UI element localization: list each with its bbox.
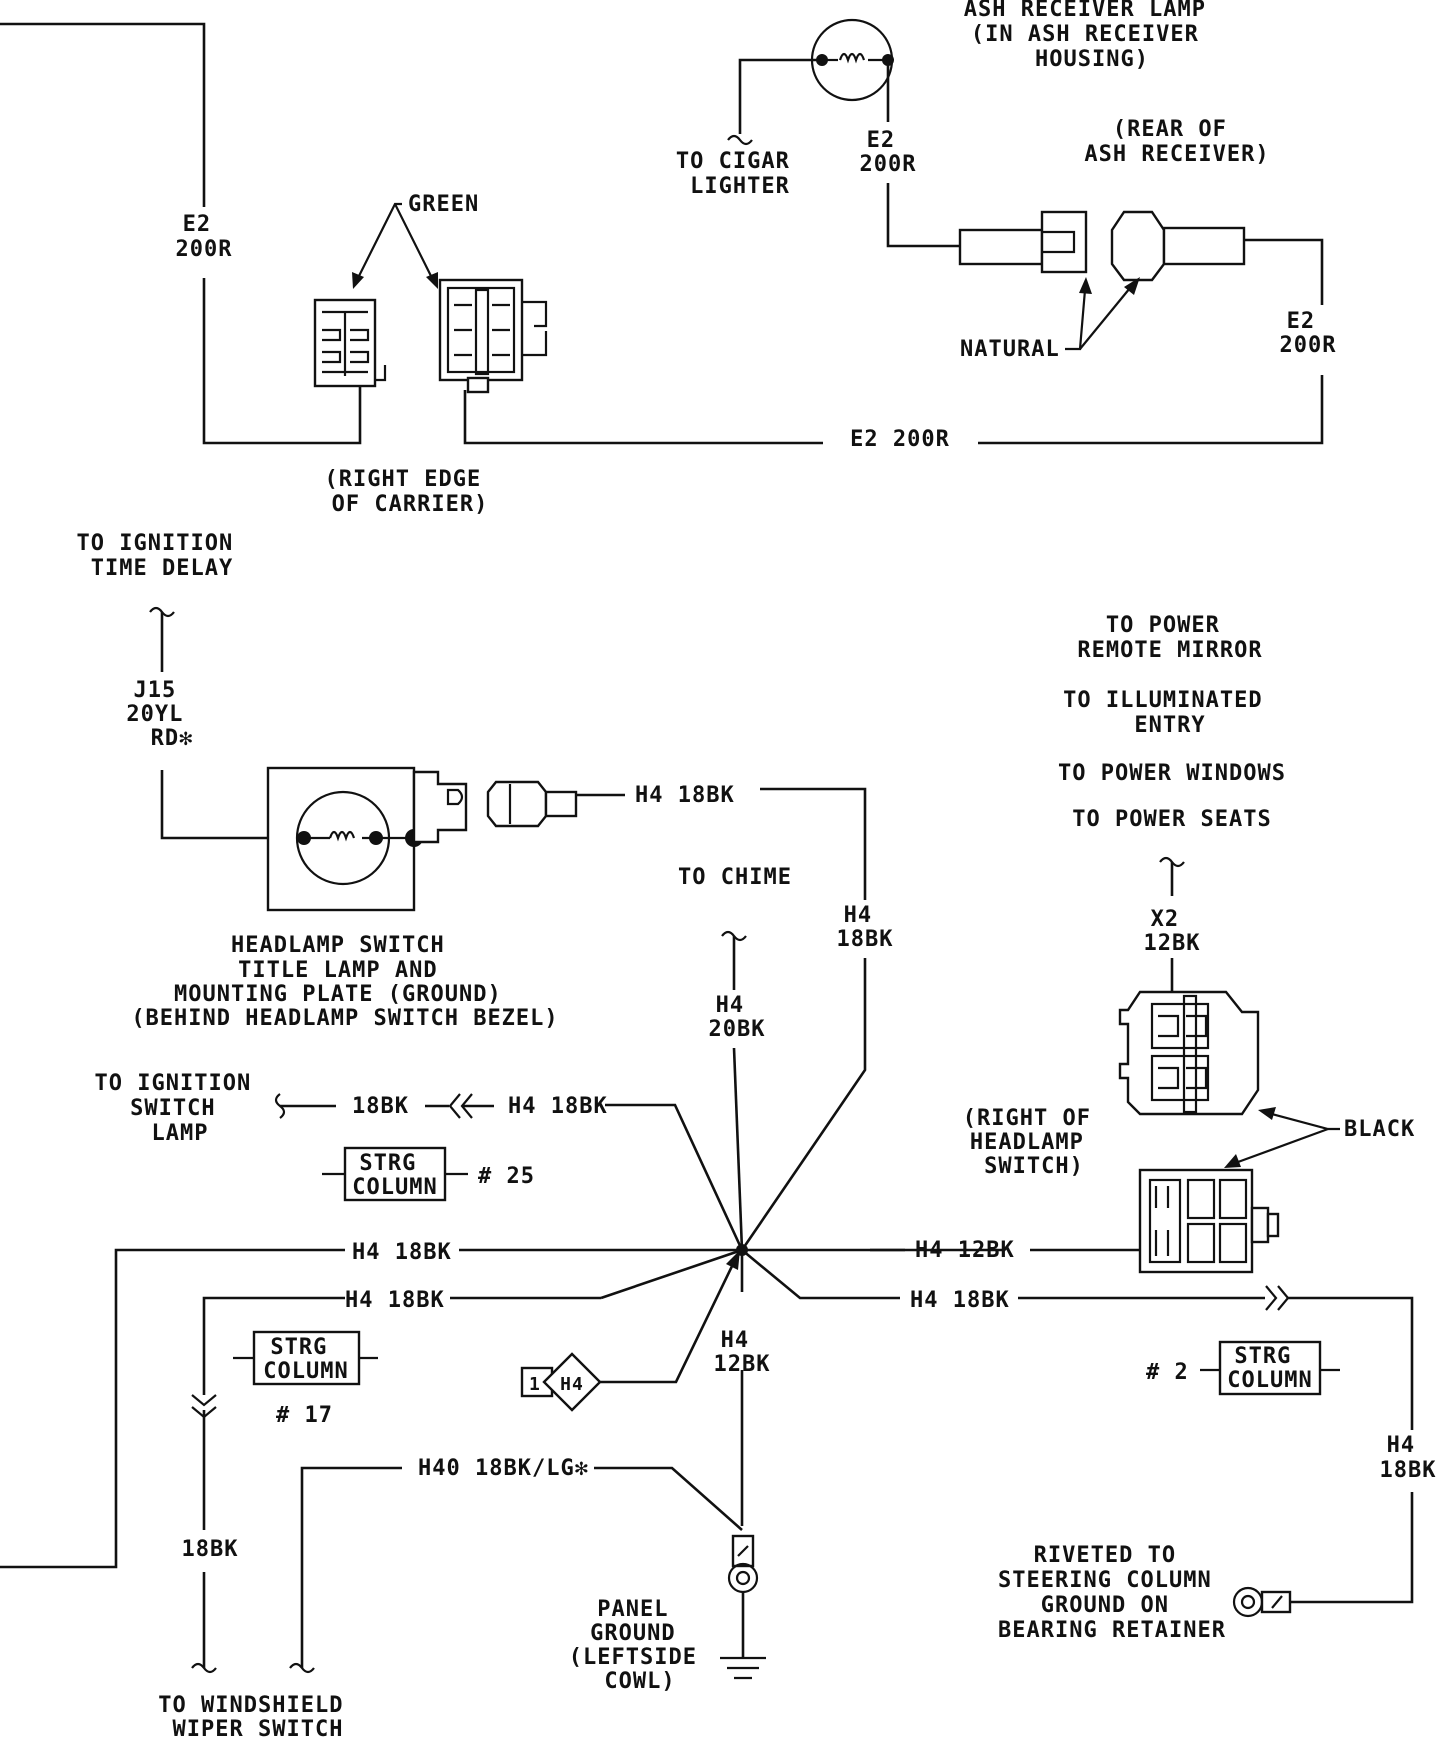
black-arrows (1224, 1107, 1340, 1168)
h4-18bk-vert-label: H4 18BK (837, 903, 894, 952)
h4-18bk-far-right-wire-b (1290, 1492, 1414, 1604)
green-arrows (352, 202, 438, 289)
ground-symbol-icon (720, 1656, 766, 1680)
splice-junction (459, 958, 1005, 1526)
bk18-short-label: 18BK (352, 1094, 409, 1119)
to-power-seats-label: TO POWER SEATS (1072, 807, 1271, 832)
ash-connector-male (958, 210, 1088, 274)
to-ignition-switch-lamp-label: TO IGNITION SWITCH LAMP (95, 1071, 266, 1146)
to-ignition-time-delay-label: TO IGNITION TIME DELAY (77, 531, 248, 581)
h40-wire-b (594, 1466, 743, 1531)
to-illuminated-entry-label: TO ILLUMINATED ENTRY (1063, 688, 1277, 738)
riveted-label: RIVETED TO STEERING COLUMN GROUND ON BEA… (998, 1543, 1226, 1643)
strg-column-2-label: STRG COLUMN (1227, 1344, 1312, 1393)
h4-20bk-label: H4 20BK (709, 993, 766, 1042)
e2-200r-bottom-label: E2 200R (850, 427, 950, 452)
strg-column-17-label: STRG COLUMN (263, 1335, 348, 1384)
h4-18bk-far-right-label: H4 18BK (1380, 1433, 1437, 1483)
diamond-wire (600, 1261, 736, 1384)
natural-arrows (1065, 277, 1140, 351)
h4-18bk-w1-label: H4 18BK (352, 1240, 452, 1265)
black-connector-bottom (1138, 1168, 1280, 1274)
num-2-label: # 2 (1146, 1360, 1189, 1385)
h4-18bk-top-label: H4 18BK (635, 783, 735, 808)
diamond-wire-arrow (726, 1250, 740, 1270)
right-connector-mark (1265, 1285, 1290, 1311)
e2-200r-ash-label: E2 200R (860, 128, 917, 177)
strg-column-17 (233, 1330, 378, 1386)
e2-200r-left-label: E2 200R (176, 212, 233, 262)
j15-wire-label: J15 20YL RD✻ (126, 678, 197, 751)
h4-12bk-right-label: H4 12BK (915, 1238, 1015, 1263)
top-left-e2-wire (0, 22, 1324, 445)
headlamp-switch-plate (266, 766, 468, 912)
to-cigar-lighter-label: TO CIGAR LIGHTER (676, 149, 804, 199)
h4-18bk-w2-wire-a (202, 1296, 345, 1395)
num-17-label: # 17 (276, 1403, 333, 1428)
h40-wire-a (300, 1466, 402, 1668)
h4-12bk-vert-label: H4 12BK (714, 1328, 771, 1377)
ash-connector-female (1110, 210, 1246, 282)
natural-label: NATURAL (960, 337, 1060, 362)
to-chime-label: TO CHIME (678, 865, 792, 890)
black-label: BLACK (1344, 1117, 1415, 1142)
num-25-label: # 25 (478, 1164, 535, 1189)
headlamp-connector-plug (486, 780, 578, 828)
riveted-ground-eyelet (1232, 1586, 1292, 1618)
h4-18bk-top-wire-b (760, 787, 867, 900)
strg-column-2 (1200, 1340, 1340, 1396)
diamond-id-label: H4 (560, 1374, 584, 1395)
j15-wire-bottom (160, 770, 304, 840)
wiper-wire-end-a (191, 1662, 217, 1674)
to-power-windows-label: TO POWER WINDOWS (1058, 761, 1286, 786)
rear-ash-receiver-label: (REAR OF ASH RECEIVER) (1084, 117, 1269, 167)
green-connector-left (313, 298, 387, 388)
to-power-remote-mirror-label: TO POWER REMOTE MIRROR (1077, 613, 1262, 663)
h4-18bk-ign-label: H4 18BK (508, 1094, 608, 1119)
x2-12bk-label: X2 12BK (1144, 907, 1201, 956)
ash-receiver-lamp (810, 18, 894, 102)
bk18-vert-label: 18BK (182, 1537, 239, 1562)
strg-column-25-label: STRG COLUMN (352, 1151, 437, 1200)
h40-wire-label: H40 18BK/LG✻ (418, 1456, 589, 1481)
wiper-wire-end-b (289, 1662, 315, 1674)
diamond-num-label: 1 (529, 1374, 541, 1395)
strg-column-25 (322, 1146, 468, 1202)
to-windshield-label: TO WINDSHIELD WIPER SWITCH (158, 1693, 357, 1742)
green-connector-right (438, 278, 548, 394)
right-edge-carrier-label: (RIGHT EDGE OF CARRIER) (325, 467, 496, 517)
h4-diamond-splice (520, 1352, 602, 1412)
green-label: GREEN (408, 192, 479, 217)
cigar-lighter-wire (738, 58, 822, 134)
headlamp-switch-title: HEADLAMP SWITCH TITLE LAMP AND MOUNTING … (131, 933, 558, 1031)
panel-ground-label: PANEL GROUND (LEFTSIDE COWL) (569, 1597, 711, 1694)
h4-18bk-far-right-wire-a (1288, 1296, 1414, 1430)
h4-18bk-w1-wire (0, 1248, 345, 1569)
h4-18bk-right-label: H4 18BK (910, 1288, 1010, 1313)
panel-ground-eyelet (727, 1534, 759, 1594)
cigar-lighter-wire-end (727, 134, 753, 146)
black-connector-top (1118, 990, 1260, 1116)
e2-200r-right-label: E2 200R (1280, 309, 1337, 358)
ash-lamp-title: ASH RECEIVER LAMP (IN ASH RECEIVER HOUSI… (964, 0, 1220, 72)
h4-18bk-w2-label: H4 18BK (345, 1288, 445, 1313)
right-of-headlamp-switch-label: (RIGHT OF HEADLAMP SWITCH) (963, 1106, 1105, 1179)
ash-lamp-wire-2 (886, 183, 960, 248)
